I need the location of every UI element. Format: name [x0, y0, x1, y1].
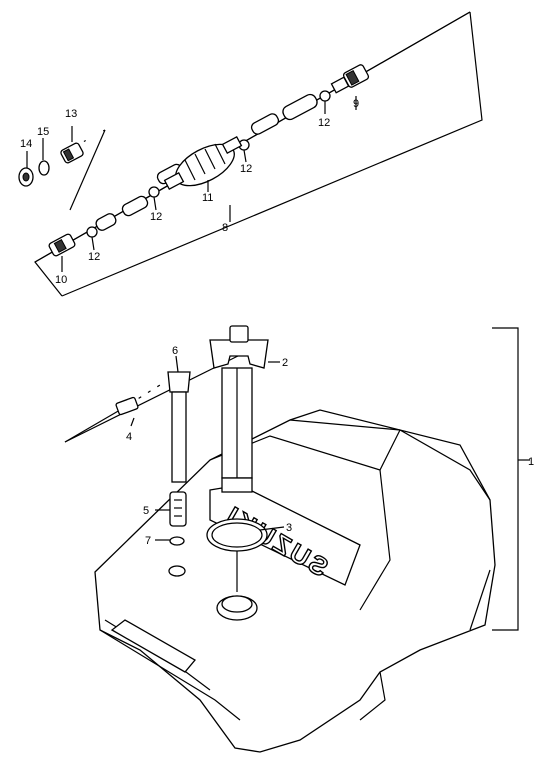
hose-connector-tank-side: [48, 233, 76, 257]
callout-6: 6: [172, 345, 178, 357]
nut-hole: [22, 172, 30, 182]
hose-connector-engine-side: [330, 64, 370, 94]
callout-13: 13: [65, 108, 77, 120]
callout-10: 10: [55, 274, 67, 286]
tank-handle: [110, 619, 196, 673]
callout-5: 5: [143, 505, 149, 517]
fuel-connector-parts: [18, 142, 84, 187]
fuel-hose-assembly-frame: [34, 11, 483, 297]
primer-bulb: [163, 135, 243, 191]
hose-segment: [121, 195, 149, 217]
callout-labels: 1 2 3 4 5 6 7 8 9 10 11 12 12 12 12 13 1…: [20, 98, 534, 547]
callout-7: 7: [145, 535, 151, 547]
callout-11: 11: [202, 192, 213, 204]
fuel-gauge-assembly: [209, 325, 269, 493]
vent-screw-pipe: [167, 371, 191, 483]
hose-segment: [250, 113, 280, 135]
washer: [169, 536, 185, 546]
gasket-washer: [38, 160, 50, 176]
callout-15: 15: [37, 126, 49, 138]
hose-segment: [282, 93, 318, 121]
callout-4: 4: [126, 431, 132, 443]
callout-8: 8: [222, 222, 228, 234]
callout-12-c: 12: [150, 211, 162, 223]
callout-12-b: 12: [240, 163, 252, 175]
o-ring: [206, 518, 268, 552]
hose-clip: [319, 90, 331, 102]
tank-vent-port: [168, 565, 186, 577]
callout-2: 2: [282, 357, 288, 369]
hose-clip: [148, 186, 160, 198]
fuel-connector-fitting: [60, 142, 84, 164]
callout-3: 3: [286, 522, 292, 534]
leader-lines: [26, 96, 357, 541]
fuel-tank-body: SUZUKI: [94, 409, 496, 753]
vent-cap: [169, 491, 187, 527]
hose-clip: [86, 226, 98, 238]
tank-bracket-line: [492, 327, 519, 631]
callout-9: 9: [353, 98, 359, 110]
callout-1: 1: [528, 456, 534, 468]
hose-segment: [95, 213, 117, 231]
callout-14: 14: [20, 138, 32, 150]
fuel-fitting: [115, 396, 139, 416]
callout-12-d: 12: [88, 251, 100, 263]
callout-12-a: 12: [318, 117, 330, 129]
fuel-hose-line: [48, 64, 370, 257]
